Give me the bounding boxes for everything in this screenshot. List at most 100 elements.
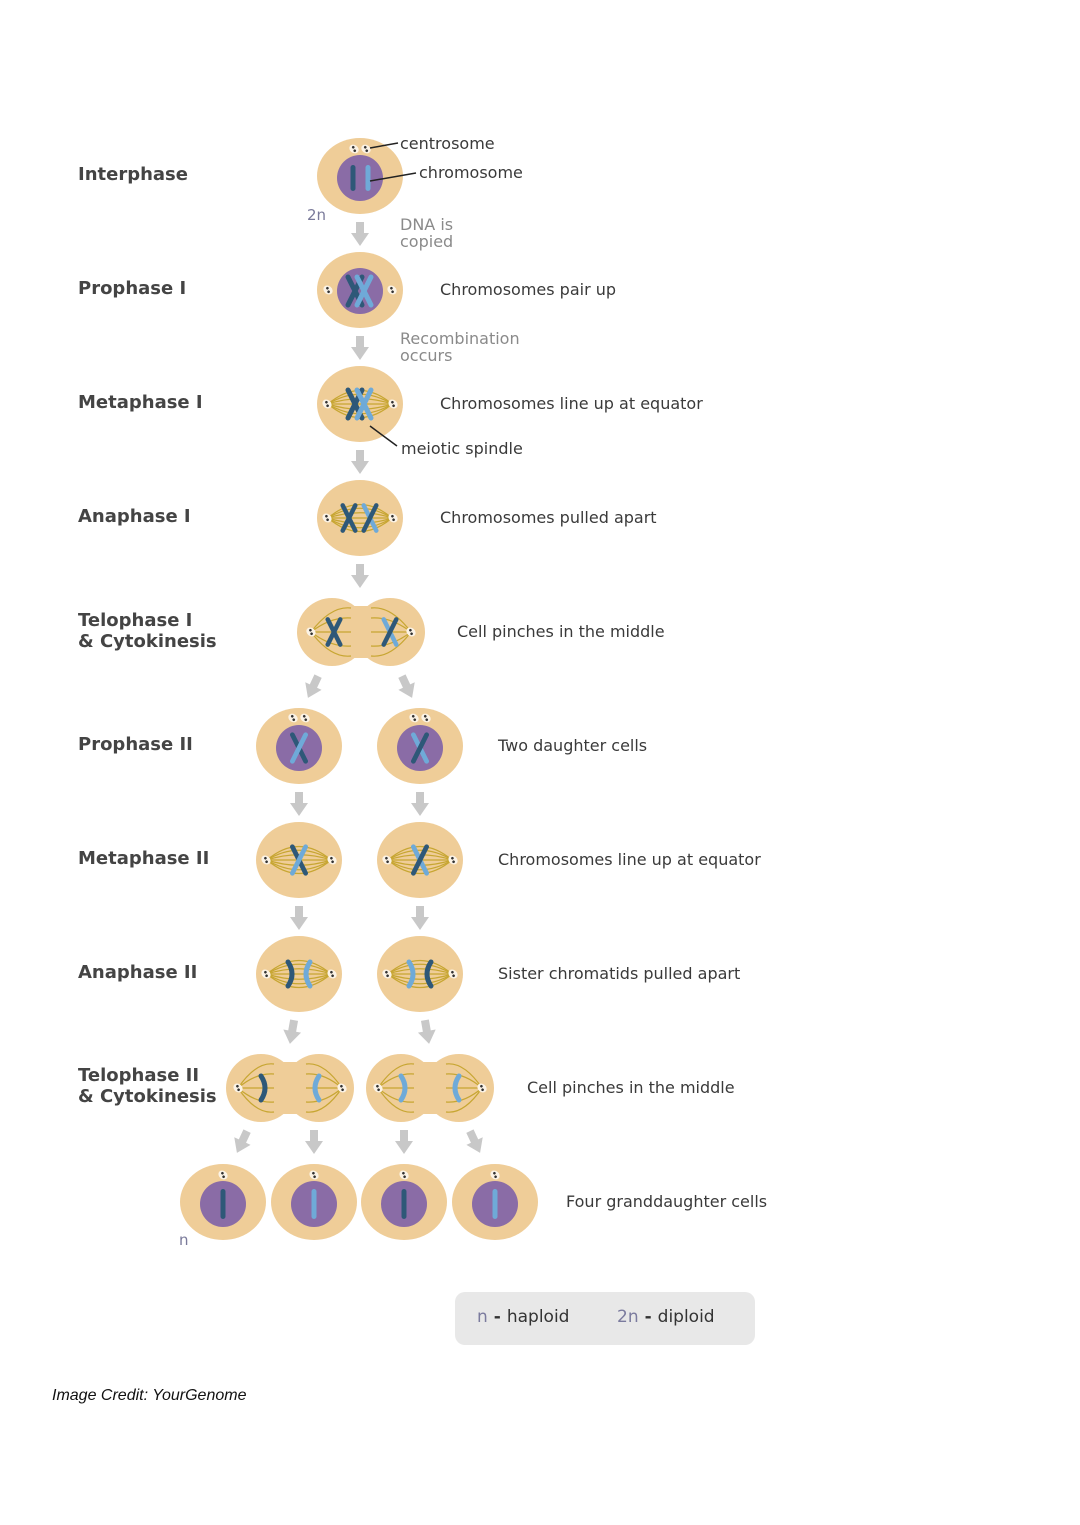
centrosome-icon: [288, 713, 298, 723]
spindle-fiber: [266, 859, 332, 871]
chromosome-x-icon: [354, 274, 374, 308]
ploidy-marker-n: n: [179, 1231, 189, 1249]
arrow-shape: [290, 792, 308, 816]
spindle-fiber: [387, 973, 453, 980]
centriole: [325, 514, 328, 518]
centrosome-body: [490, 1170, 500, 1180]
arrow-shape: [351, 450, 369, 474]
centrosome-body: [288, 713, 298, 723]
chromosome-icon: [492, 1189, 498, 1219]
spindle-fiber: [266, 968, 332, 975]
stage-description-prophase-1: Chromosomes pair up: [440, 280, 617, 299]
callout-line-centrosome: [369, 142, 399, 149]
cell-granddaughter-4: [452, 1164, 538, 1240]
chromatid-icon: [258, 1073, 268, 1103]
chromosome-x-icon: [410, 844, 430, 876]
centrosome-icon: [406, 627, 416, 637]
spindle-fiber: [266, 846, 332, 861]
centriole: [392, 518, 395, 522]
centriole: [330, 970, 333, 974]
cell-granddaughter-1: [180, 1164, 266, 1240]
cell-telophase-2-left: [226, 1054, 354, 1122]
legend-dash: -: [493, 1307, 501, 1327]
spindle-fiber: [370, 631, 412, 657]
spindle-fiber: [266, 973, 332, 985]
chromatid-icon: [406, 959, 416, 989]
spindle-fiber: [387, 973, 453, 985]
spindle-fiber: [387, 859, 453, 871]
centrosome-body: [322, 513, 332, 523]
cell-metaphase-1: [317, 366, 403, 442]
cell-prophase-2-right: [377, 708, 463, 784]
centrosome-icon: [448, 969, 458, 979]
arrow-shape: [351, 222, 369, 246]
centrosome-icon: [448, 855, 458, 865]
centrosome-body: [337, 1083, 347, 1093]
centrosome-body: [477, 1083, 487, 1093]
cell-granddaughter-3: [361, 1164, 447, 1240]
spindle-fiber: [387, 963, 453, 975]
centriole: [221, 1171, 224, 1175]
arrow-shape: [305, 1130, 323, 1154]
cell-interphase: [317, 138, 403, 214]
centrosome-icon: [490, 1170, 500, 1180]
down-arrow-icon: [305, 674, 322, 698]
spindle-fiber: [377, 1087, 415, 1113]
spindle-fibers: [266, 960, 332, 988]
centrosome-body: [409, 713, 419, 723]
legend-dash: -: [644, 1307, 652, 1327]
centriole: [452, 860, 455, 864]
stage-description-granddaughter: Four granddaughter cells: [566, 1192, 768, 1211]
nucleus: [337, 155, 383, 201]
down-arrow-icon: [466, 1129, 483, 1153]
centriole: [391, 400, 394, 404]
chromatid: [325, 617, 343, 647]
note-dna-copied: DNA is copied: [400, 215, 454, 251]
legend-haploid-symbol: n: [477, 1307, 488, 1327]
centriole: [265, 860, 268, 864]
cell-metaphase-2-right: [377, 822, 463, 898]
centrosome-body: [382, 855, 392, 865]
centrosome-body: [387, 285, 397, 295]
stage-label-telophase-1: Telophase I & Cytokinesis: [78, 610, 217, 652]
centriole: [292, 718, 296, 722]
centriole: [236, 1084, 239, 1088]
centriole: [327, 290, 330, 294]
spindle-fiber: [327, 517, 393, 529]
cell-telophase-2-right: [366, 1054, 494, 1122]
chromatid-icon: [312, 1073, 322, 1103]
legend-item-diploid: 2n-diploid: [617, 1307, 715, 1327]
centriole: [423, 714, 427, 718]
centrosome-icon: [388, 513, 398, 523]
centrosome-body: [233, 1083, 243, 1093]
cleavage-furrow: [282, 1062, 298, 1114]
centriole: [391, 514, 394, 518]
down-arrow-icon: [398, 674, 415, 698]
centrosome-icon: [387, 285, 397, 295]
cell-anaphase-2-left: [256, 936, 342, 1012]
chromatid-icon: [285, 959, 295, 989]
chromatid: [289, 844, 309, 876]
centrosome-icon: [349, 144, 359, 154]
stage-label-telophase-2: Telophase II & Cytokinesis: [78, 1065, 217, 1107]
centrosome-icon: [218, 1170, 228, 1180]
centrosome-icon: [327, 855, 337, 865]
spindle-fiber: [445, 1087, 483, 1113]
stage-description-anaphase-2: Sister chromatids pulled apart: [498, 964, 741, 983]
cleavage-furrow: [353, 606, 369, 658]
centrosome-body: [382, 969, 392, 979]
centrosome-body: [448, 855, 458, 865]
chromatid-icon: [452, 1073, 462, 1103]
ploidy-legend: n-haploid 2n-diploid: [455, 1292, 755, 1345]
spindle-fiber: [266, 849, 332, 861]
centrosome-icon: [323, 285, 333, 295]
centrosome-icon: [261, 855, 271, 865]
legend-haploid-label: haploid: [506, 1307, 570, 1327]
arrow-shape: [234, 1129, 251, 1153]
cleavage-furrow: [422, 1062, 438, 1114]
down-arrow-icon: [351, 564, 369, 588]
stage-description-metaphase-1: Chromosomes line up at equator: [440, 394, 703, 413]
cell-telophase-1: [297, 598, 425, 666]
down-arrow-icon: [351, 336, 369, 360]
callout-meiotic-spindle: meiotic spindle: [401, 439, 523, 458]
